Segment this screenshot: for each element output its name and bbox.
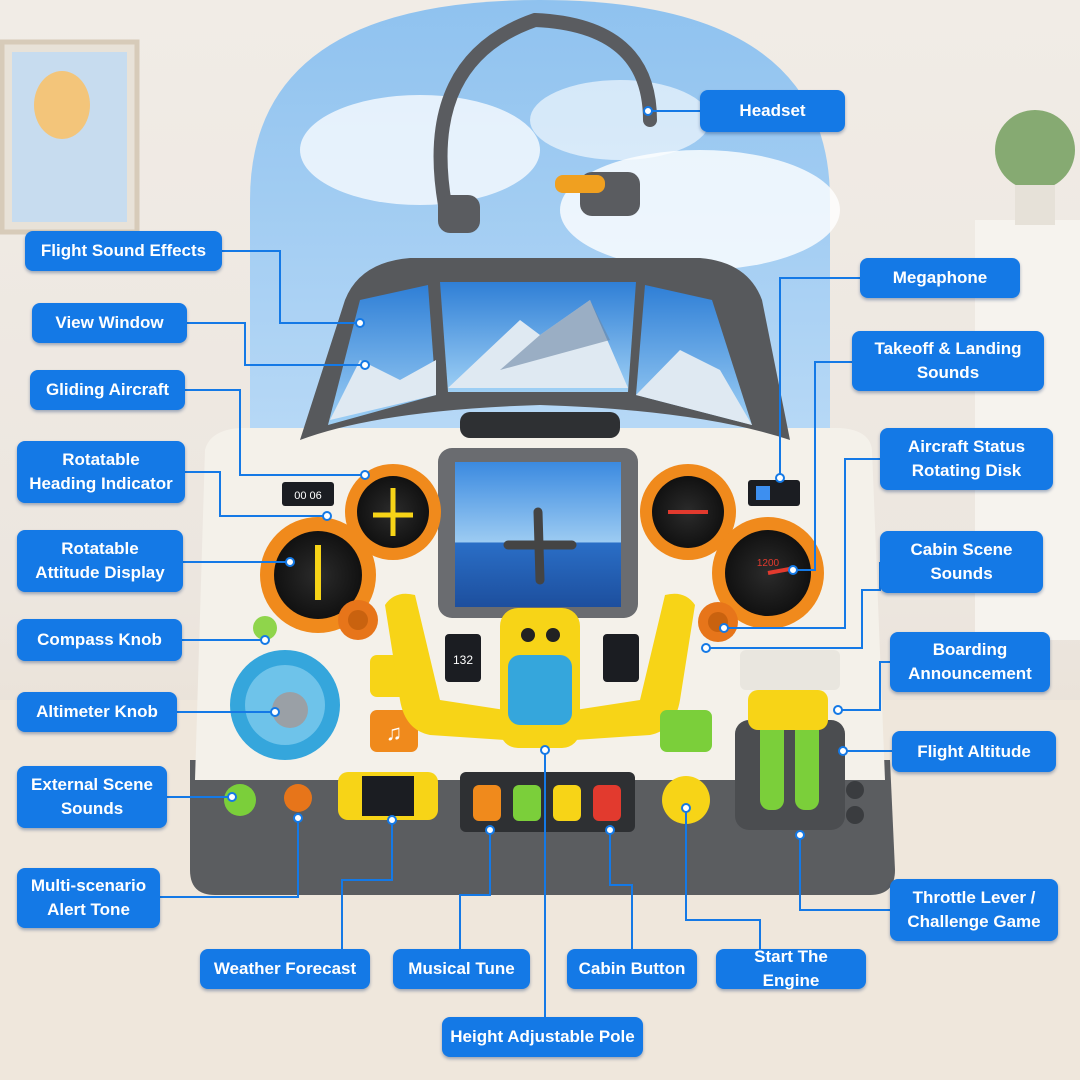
headset-mic [555, 175, 605, 193]
label-rotatable-heading-indicator-text: Rotatable Heading Indicator [29, 450, 173, 493]
engine-start-knob [662, 776, 710, 824]
label-altimeter-knob-text: Altimeter Knob [36, 702, 158, 721]
headset-icon [433, 12, 657, 212]
label-rotatable-attitude-display-text: Rotatable Attitude Display [35, 539, 165, 582]
label-gliding-aircraft-text: Gliding Aircraft [45, 380, 170, 399]
center-lcd [445, 634, 481, 682]
label-cabin-button-text: Cabin Button [578, 959, 686, 978]
label-boarding-announcement: Boarding Announcement [890, 632, 1050, 692]
label-external-scene-sounds: External Scene Sounds [17, 766, 167, 828]
callout-dots [227, 106, 848, 840]
label-rotatable-attitude-display: Rotatable Attitude Display [17, 530, 183, 592]
label-weather-forecast-text: Weather Forecast [213, 959, 357, 978]
label-gliding-aircraft: Gliding Aircraft [30, 370, 185, 410]
label-flight-sound-effects-text: Flight Sound Effects [40, 241, 207, 260]
throttle-housing [735, 720, 845, 830]
top-button-strip [460, 412, 620, 438]
label-boarding-announcement-text: Boarding Announcement [908, 640, 1032, 683]
throttle-slider-panel [740, 650, 840, 690]
alert-toggle [284, 784, 312, 812]
mountain-shadow [500, 300, 610, 370]
mountain-icon [330, 360, 436, 420]
label-multi-scenario-alert-tone: Multi-scenario Alert Tone [17, 868, 160, 928]
airplane-icon [503, 507, 577, 585]
left-gauge-cluster [260, 464, 441, 640]
color-button-tray [460, 772, 635, 832]
music-button [370, 710, 418, 752]
label-cabin-scene-sounds-text: Cabin Scene Sounds [910, 540, 1013, 583]
label-megaphone-text: Megaphone [892, 268, 988, 287]
label-musical-tune-text: Musical Tune [408, 959, 515, 978]
label-throttle-lever-challenge-game-text: Throttle Lever / Challenge Game [907, 888, 1041, 931]
right-lcd-bar [756, 486, 770, 500]
yellow-key [553, 785, 581, 821]
right-lcd [748, 480, 800, 506]
headset-earpiece [438, 195, 480, 233]
label-aircraft-status-rotating-disk: Aircraft Status Rotating Disk [880, 428, 1053, 490]
small-button [846, 781, 864, 799]
red-key [593, 785, 621, 821]
label-aircraft-status-rotating-disk-text: Aircraft Status Rotating Disk [907, 437, 1026, 480]
label-external-scene-sounds-text: External Scene Sounds [31, 775, 153, 818]
label-megaphone: Megaphone [860, 258, 1020, 298]
label-rotatable-heading-indicator: Rotatable Heading Indicator [17, 441, 185, 503]
green-button [660, 710, 712, 752]
weather-display [362, 776, 414, 816]
left-lcd-text: 00 06 [294, 490, 322, 502]
left-lcd [282, 482, 334, 506]
compass-knob [253, 616, 277, 640]
label-weather-forecast: Weather Forecast [200, 949, 370, 989]
plant-pot [1015, 185, 1055, 225]
label-compass-knob-text: Compass Knob [37, 630, 162, 649]
plant-icon [995, 110, 1075, 190]
label-view-window: View Window [32, 303, 187, 343]
orange-key [473, 785, 501, 821]
label-start-the-engine-text: Start The Engine [754, 947, 828, 990]
mountain-icon [636, 350, 752, 425]
label-compass-knob: Compass Knob [17, 619, 182, 661]
label-headset-text: Headset [739, 101, 806, 120]
music-note-icon: ♫ [386, 720, 403, 745]
label-throttle-lever-challenge-game: Throttle Lever / Challenge Game [890, 879, 1058, 941]
balloon-icon [34, 71, 90, 139]
label-height-adjustable-pole-text: Height Adjustable Pole [450, 1027, 635, 1046]
label-height-adjustable-pole: Height Adjustable Pole [442, 1017, 643, 1057]
cloud [300, 95, 540, 205]
label-takeoff-landing-sounds-text: Takeoff & Landing Sounds [874, 339, 1022, 382]
throttle-handle [748, 690, 828, 730]
control-yoke [385, 593, 695, 748]
right-gauge-cluster [640, 464, 824, 642]
label-flight-altitude-text: Flight Altitude [917, 741, 1031, 761]
label-multi-scenario-alert-tone-text: Multi-scenario Alert Tone [30, 876, 147, 919]
label-cabin-button: Cabin Button [567, 949, 697, 989]
label-altimeter-knob: Altimeter Knob [17, 692, 177, 732]
callout-lines [160, 110, 892, 1037]
label-takeoff-landing-sounds: Takeoff & Landing Sounds [852, 331, 1044, 391]
label-flight-altitude: Flight Altitude [892, 731, 1056, 772]
gauge-speed-text: 1200 [757, 558, 780, 569]
right-mini-lcd [603, 634, 639, 682]
cloud [530, 80, 710, 160]
label-view-window-text: View Window [55, 313, 164, 332]
green-key [513, 785, 541, 821]
label-headset: Headset [700, 90, 845, 132]
label-cabin-scene-sounds: Cabin Scene Sounds [880, 531, 1043, 593]
label-flight-sound-effects: Flight Sound Effects [25, 231, 222, 271]
small-button [846, 806, 864, 824]
altimeter-knob [272, 692, 308, 728]
center-lcd-text: 132 [453, 653, 473, 667]
label-musical-tune: Musical Tune [393, 949, 530, 989]
label-start-the-engine: Start The Engine [716, 947, 866, 990]
